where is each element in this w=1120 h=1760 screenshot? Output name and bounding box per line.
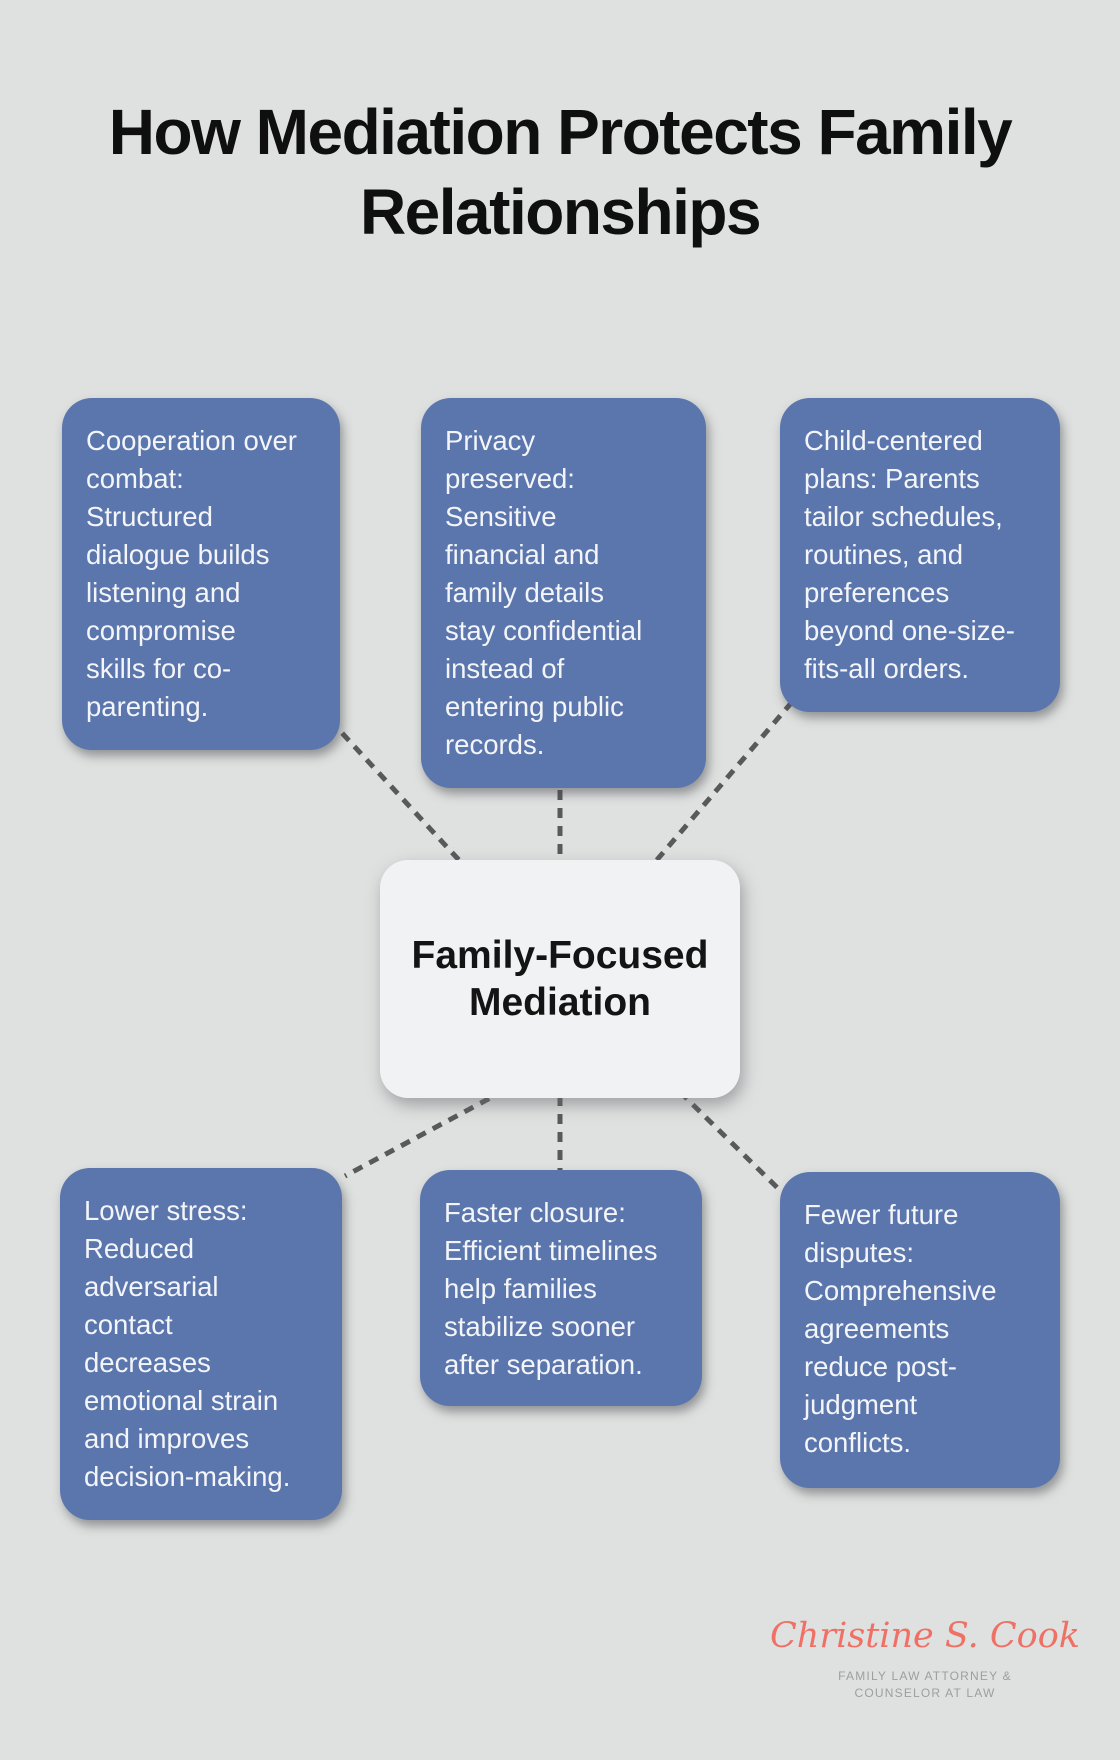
benefit-box-fewer-future-disputes: Fewer future disputes: Comprehensive agr… [780,1172,1060,1488]
connector-bottom-left-diagonal [343,1087,507,1179]
attorney-tagline: FAMILY LAW ATTORNEY & COUNSELOR AT LAW [838,1669,1012,1700]
benefit-text-lower-stress: Lower stress: Reduced adversarial contac… [84,1195,291,1492]
central-node-family-focused-mediation: Family-Focused Mediation [380,860,740,1098]
benefit-text-fewer-future-disputes: Fewer future disputes: Comprehensive agr… [804,1199,997,1458]
benefit-box-child-centered-plans: Child-centered plans: Parents tailor sch… [780,398,1060,712]
central-node-label: Family-Focused Mediation [411,934,709,1024]
benefit-text-child-centered-plans: Child-centered plans: Parents tailor sch… [804,425,1015,684]
benefit-box-privacy-preserved: Privacy preserved: Sensitive financial a… [421,398,706,788]
attorney-signature: Christine S. Cook [770,1616,1080,1656]
benefit-text-privacy-preserved: Privacy preserved: Sensitive financial a… [445,425,643,760]
attorney-logo-block: Christine S. Cook FAMILY LAW ATTORNEY & … [755,1608,1095,1702]
benefit-box-cooperation-over-combat: Cooperation over combat: Structured dial… [62,398,340,750]
benefit-text-faster-closure: Faster closure: Efficient timelines help… [444,1197,658,1380]
benefit-box-faster-closure: Faster closure: Efficient timelines help… [420,1170,702,1406]
benefit-text-cooperation-over-combat: Cooperation over combat: Structured dial… [86,425,297,722]
page-title: How Mediation Protects Family Relationsh… [108,96,1013,248]
benefit-box-lower-stress: Lower stress: Reduced adversarial contac… [60,1168,342,1520]
connector-top-right-diagonal [648,700,794,870]
